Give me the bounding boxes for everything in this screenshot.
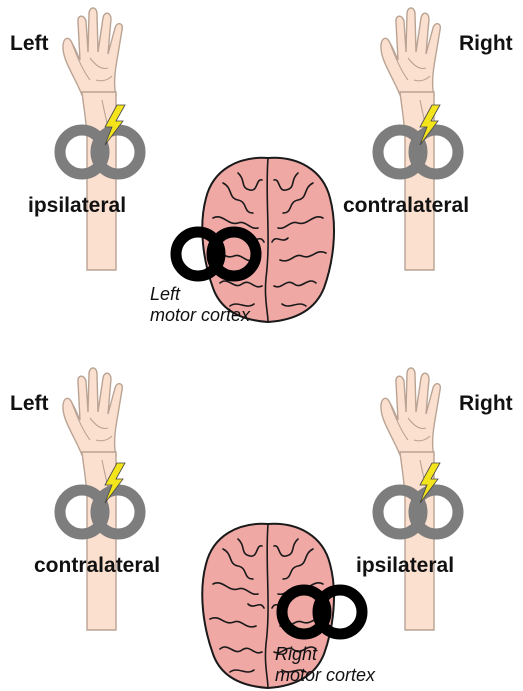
- bottom-right-side-label: Right: [459, 392, 513, 415]
- bottom-cortex-label-line1: Right: [275, 644, 318, 664]
- top-panel: Left Right ipsilateral contralateral Lef…: [10, 8, 513, 325]
- top-right-arm-label: contralateral: [343, 194, 469, 217]
- bottom-left-side-label: Left: [10, 392, 49, 415]
- bottom-right-arm-label: ipsilateral: [356, 554, 454, 577]
- bottom-panel: Left Right contralateral ipsilateral Rig…: [10, 368, 513, 688]
- top-right-side-label: Right: [459, 32, 513, 55]
- bottom-left-peripheral-coil-icon: [60, 490, 140, 534]
- bottom-right-peripheral-coil-icon: [378, 490, 458, 534]
- bottom-cortex-label-line2: motor cortex: [275, 665, 376, 685]
- top-left-arm-label: ipsilateral: [28, 194, 126, 217]
- top-left-peripheral-coil-icon: [60, 130, 140, 174]
- top-left-side-label: Left: [10, 32, 49, 55]
- bottom-left-arm-label: contralateral: [34, 554, 160, 577]
- top-right-peripheral-coil-icon: [378, 130, 458, 174]
- top-cortex-label-line2: motor cortex: [150, 305, 251, 325]
- top-cortex-label-line1: Left: [150, 284, 181, 304]
